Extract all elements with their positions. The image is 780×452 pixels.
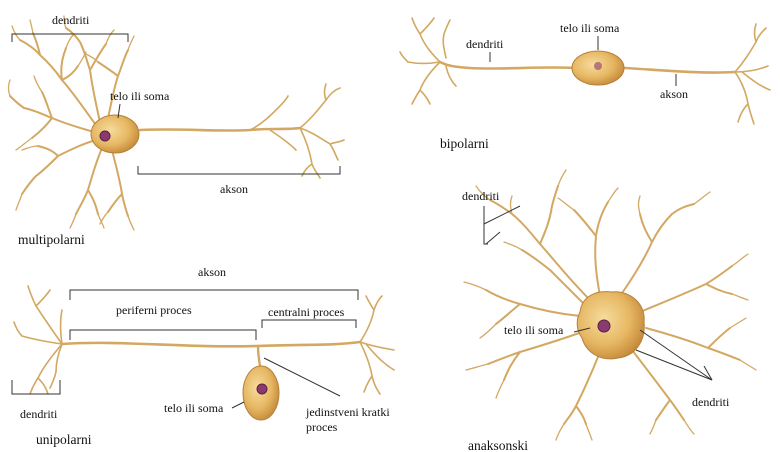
multipolar-title: multipolarni [18, 232, 85, 248]
multipolar-neuron [9, 16, 345, 230]
multipolar-axon-terminals [250, 84, 344, 178]
unipolar-short-process-label-line2: proces [306, 421, 337, 434]
anaxonic-soma [577, 292, 644, 359]
multipolar-soma-label: telo ili soma [110, 90, 169, 103]
anaxonic-nucleus [598, 320, 610, 332]
multipolar-axon [140, 128, 300, 131]
unipolar-axon-label: akson [198, 266, 226, 279]
unipolar-nucleus [257, 384, 267, 394]
multipolar-dendrites-label: dendriti [52, 14, 89, 27]
anaxonic-dendrites-bottom-label: dendriti [692, 396, 729, 409]
unipolar-peripheral-process [62, 343, 258, 346]
multipolar-axon-label: akson [220, 183, 248, 196]
anaxonic-dendrites-top-label: dendriti [462, 190, 499, 203]
bipolar-left-process [440, 62, 575, 69]
unipolar-short-process [258, 346, 260, 366]
bipolar-left-dendrites [400, 18, 456, 104]
unipolar-left-dendrites [14, 286, 62, 394]
unipolar-central-label: centralni proces [268, 306, 344, 319]
anaxonic-title: anaksonski [468, 438, 528, 452]
unipolar-dendrites-label: dendriti [20, 408, 57, 421]
unipolar-central-process [258, 342, 360, 346]
bipolar-title: bipolarni [440, 136, 489, 152]
multipolar-soma [91, 115, 139, 153]
anaxonic-soma-label: telo ili soma [504, 324, 563, 337]
unipolar-neuron [14, 286, 394, 394]
multipolar-leaders [12, 34, 340, 174]
unipolar-peripheral-label: periferni proces [116, 304, 192, 317]
bipolar-nucleus [594, 62, 602, 70]
bipolar-right-process [625, 68, 735, 73]
unipolar-soma-label: telo ili soma [164, 402, 223, 415]
bipolar-dendrites-label: dendriti [466, 38, 503, 51]
unipolar-short-process-label-line1: jedinstveni kratki [306, 406, 390, 419]
unipolar-right-terminals [360, 296, 394, 394]
bipolar-soma-label: telo ili soma [560, 22, 619, 35]
unipolar-title: unipolarni [36, 432, 92, 448]
bipolar-right-terminals [735, 24, 770, 124]
bipolar-axon-label: akson [660, 88, 688, 101]
multipolar-nucleus [100, 131, 110, 141]
